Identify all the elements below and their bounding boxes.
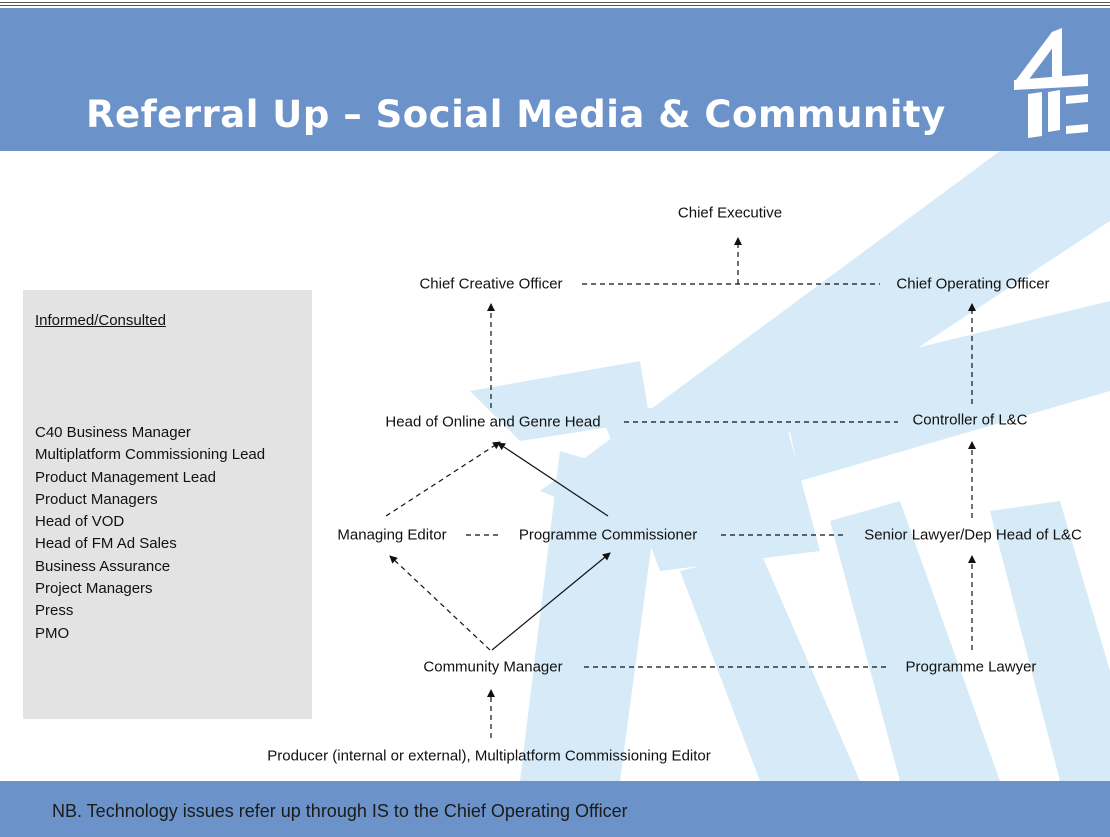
logo-block xyxy=(1066,124,1088,134)
list-item: Press xyxy=(35,602,74,620)
logo-block xyxy=(1014,74,1088,90)
edge-commissioner-to-online xyxy=(497,442,609,517)
node-producer: Producer (internal or external), Multipl… xyxy=(267,747,711,765)
background-shape xyxy=(990,501,1110,781)
list-item: Multiplatform Commissioning Lead xyxy=(35,446,266,464)
background-shape xyxy=(680,551,860,781)
background-shape xyxy=(780,301,1110,481)
footer-band: NB. Technology issues refer up through I… xyxy=(0,781,1110,837)
node-senior-lawyer: Senior Lawyer/Dep Head of L&C xyxy=(864,526,1082,544)
node-managing-editor: Managing Editor xyxy=(337,526,447,544)
background-shape xyxy=(600,401,820,571)
informed-consulted-heading: Informed/Consulted xyxy=(35,312,166,329)
edge-community-to-editor xyxy=(389,555,491,651)
node-chief-creative-officer: Chief Creative Officer xyxy=(419,275,563,293)
list-item: Business Assurance xyxy=(35,557,171,575)
logo-block xyxy=(1016,32,1060,86)
node-head-of-online: Head of Online and Genre Head xyxy=(385,413,601,431)
logo-block xyxy=(1028,92,1042,138)
header-band: Referral Up – Social Media & Community xyxy=(0,8,1110,151)
slide-title: Referral Up – Social Media & Community xyxy=(86,93,946,136)
node-chief-executive: Chief Executive xyxy=(677,204,783,222)
node-chief-operating-officer: Chief Operating Officer xyxy=(896,275,1050,293)
top-rule-line xyxy=(0,2,1110,3)
list-item: C40 Business Manager xyxy=(35,424,191,441)
logo-blocks xyxy=(1014,28,1088,138)
list-item: Project Managers xyxy=(35,580,153,598)
logo-block xyxy=(1066,94,1088,104)
channel-4-logo-icon xyxy=(1014,28,1088,138)
background-logo-art xyxy=(470,151,1110,781)
node-community-manager: Community Manager xyxy=(423,658,563,676)
informed-consulted-list: C40 Business Manager Multiplatform Commi… xyxy=(35,422,265,645)
list-item: Head of VOD xyxy=(35,513,125,531)
background-shapes xyxy=(470,151,1110,781)
background-shape xyxy=(830,501,1000,781)
top-rule xyxy=(0,0,1110,8)
top-rule-line xyxy=(0,5,1110,6)
node-programme-lawyer: Programme Lawyer xyxy=(905,658,1037,676)
logo-block xyxy=(1048,90,1060,132)
node-controller-lc: Controller of L&C xyxy=(912,411,1028,429)
list-item: PMO xyxy=(35,624,70,642)
background-shape xyxy=(520,451,660,781)
footer-note: NB. Technology issues refer up through I… xyxy=(52,801,628,821)
list-item: Head of FM Ad Sales xyxy=(35,535,177,553)
list-item: Product Management Lead xyxy=(35,468,216,486)
edge-editor-to-online xyxy=(385,441,501,517)
informed-consulted-panel: Informed/Consulted C40 Business Manager … xyxy=(23,290,312,719)
list-item: Product Managers xyxy=(35,490,158,508)
node-programme-commissioner: Programme Commissioner xyxy=(518,526,698,544)
edge-community-to-commissioner xyxy=(491,552,611,651)
